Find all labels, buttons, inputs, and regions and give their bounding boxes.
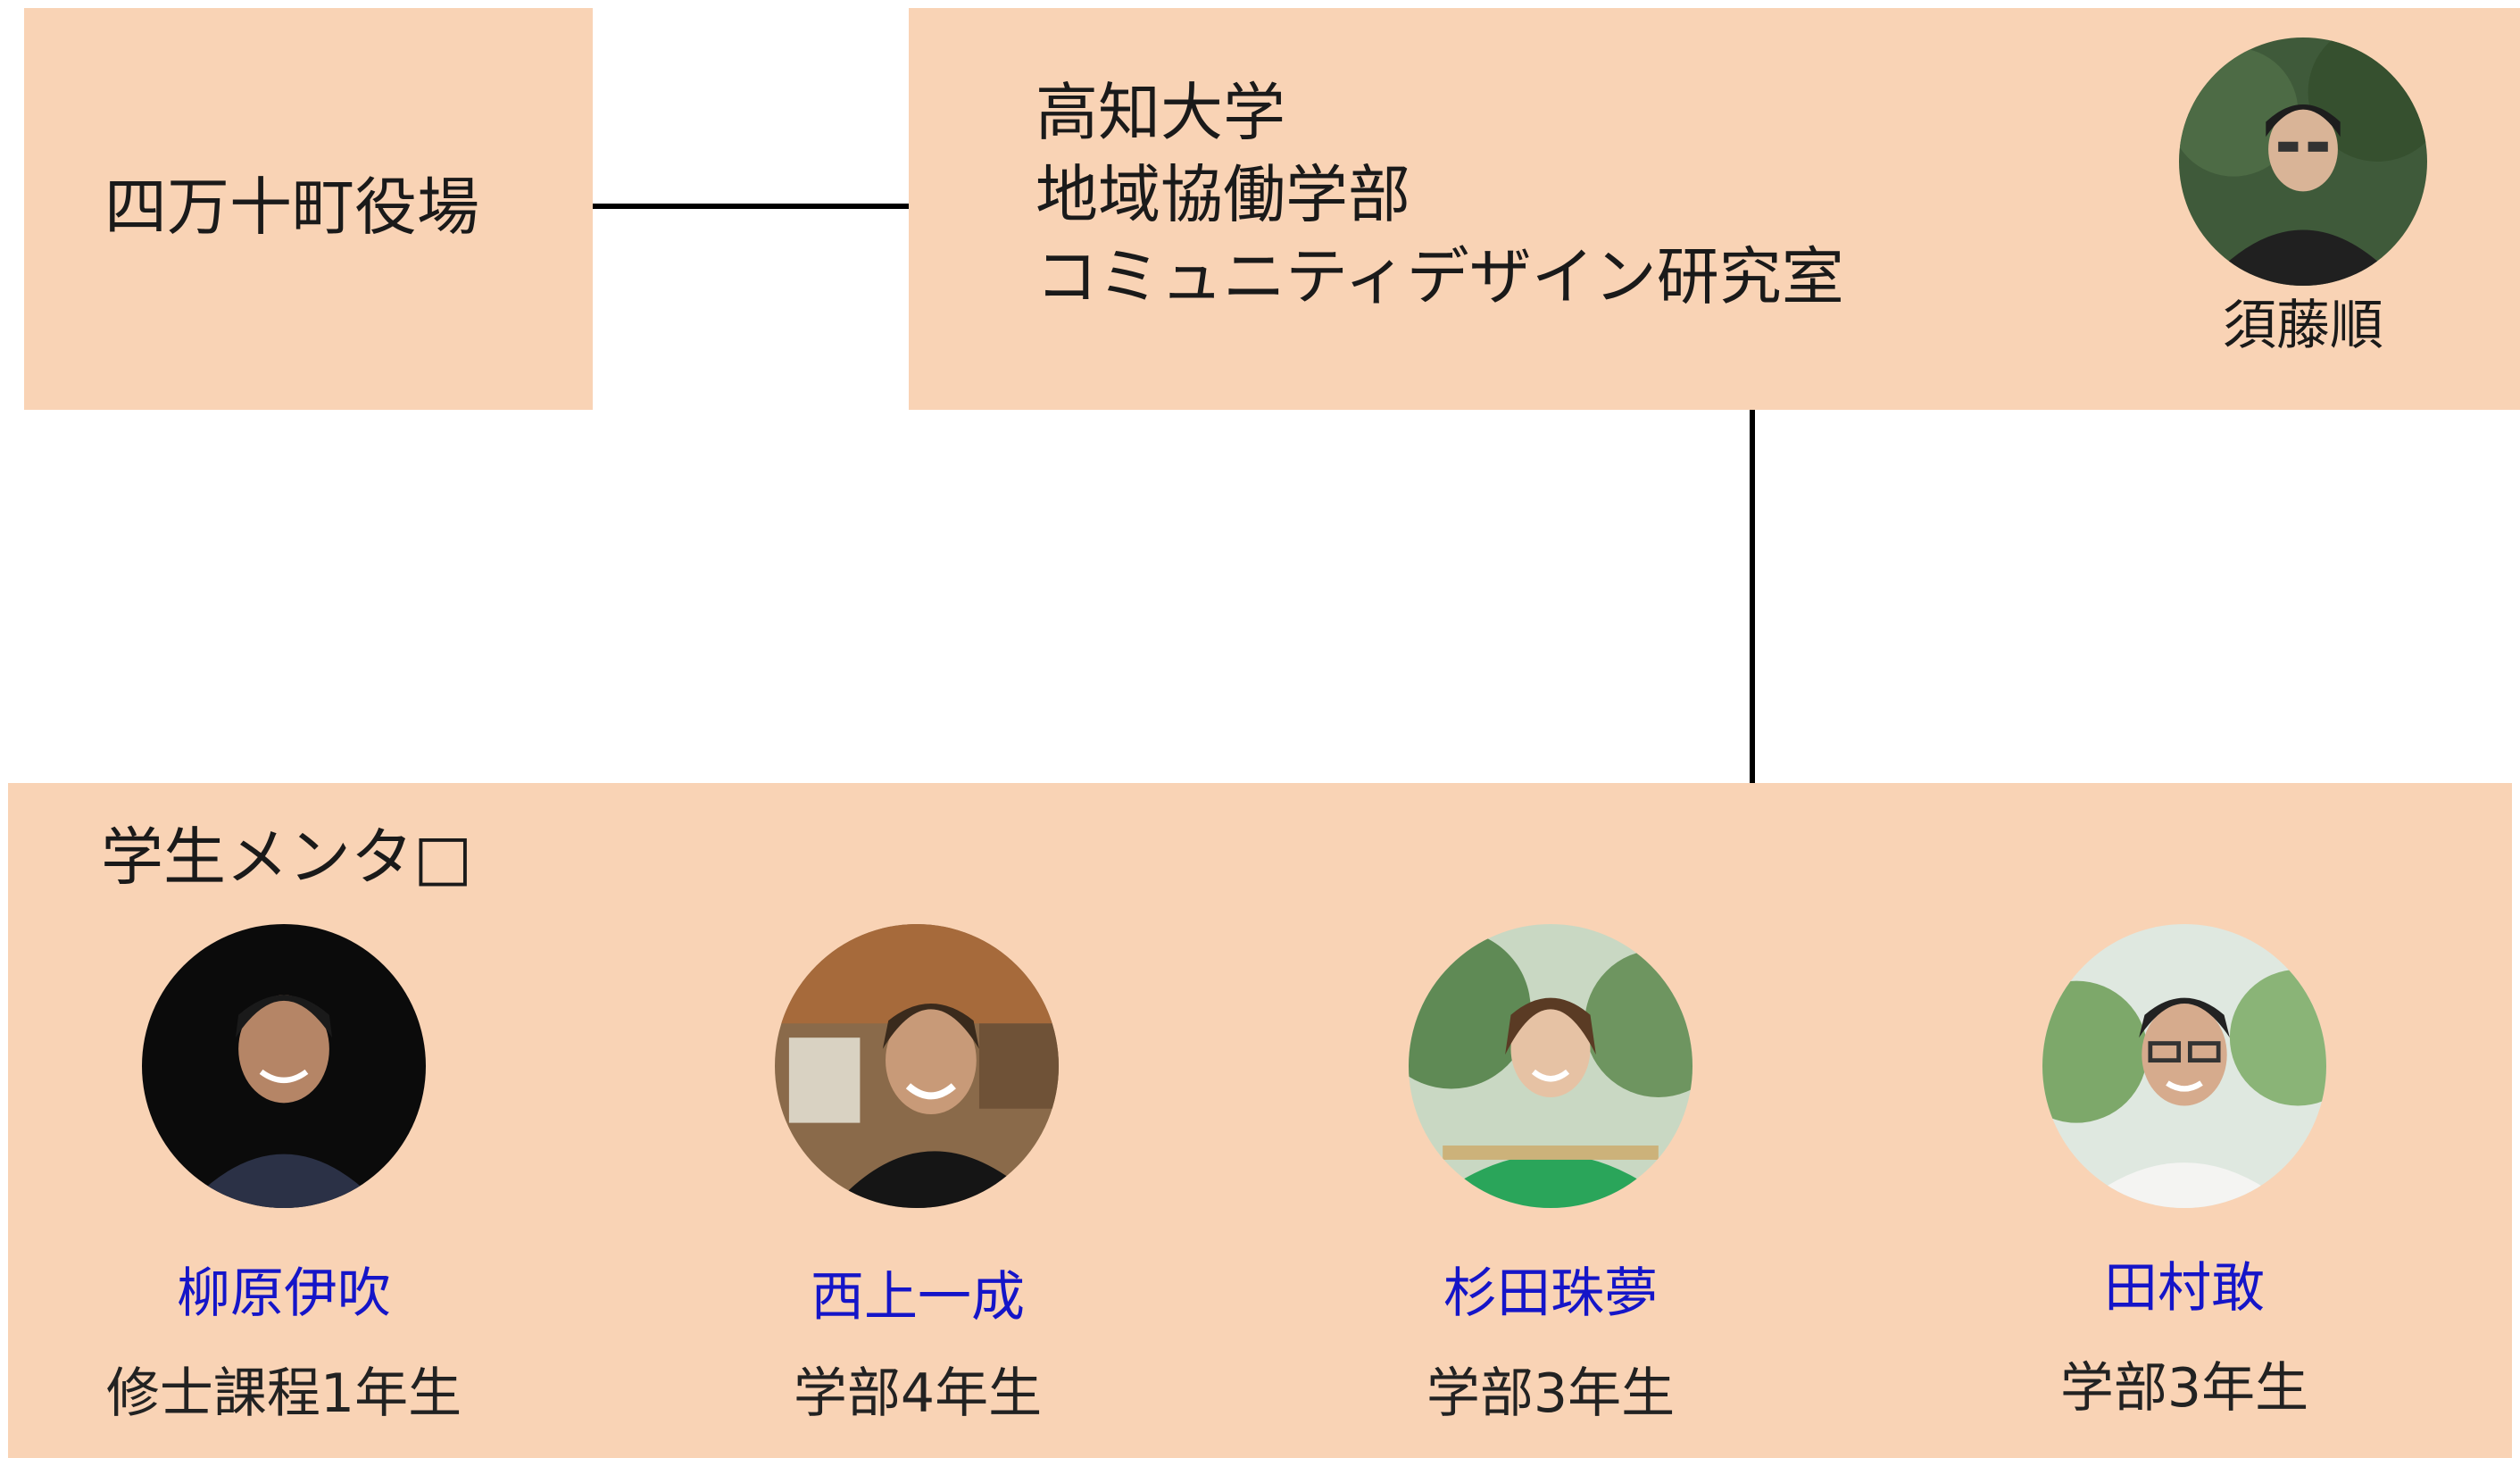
professor-avatar [2179, 37, 2427, 286]
mentor-avatar [142, 924, 426, 1208]
student-mentors-title: 学生メンタ□ [101, 821, 473, 894]
mentor-avatar [1409, 924, 1692, 1208]
mentor-name: 柳原伊吹 [177, 1262, 391, 1325]
mentor-name: 田村敢 [2104, 1257, 2265, 1320]
lab-name: コミュニティデザイン研究室 [1035, 240, 1844, 313]
mentor-name: 西上一成 [811, 1266, 1025, 1329]
connector-lab-mentors [1750, 410, 1755, 783]
mentor-avatar [775, 924, 1059, 1208]
mentor-avatar [2042, 924, 2326, 1208]
mentor-grade: 学部3年生 [1426, 1362, 1676, 1425]
mentor-grade: 修士課程1年生 [105, 1362, 462, 1425]
connector-town-lab [593, 204, 909, 209]
mentor-grade: 学部4年生 [793, 1362, 1043, 1425]
professor-name: 須藤順 [2223, 295, 2383, 357]
lab-university: 高知大学 [1035, 76, 1285, 149]
mentor-name: 杉田珠夢 [1443, 1262, 1658, 1325]
town-hall-box [24, 8, 593, 410]
mentor-grade: 学部3年生 [2059, 1357, 2309, 1420]
lab-title: 高知大学 地域協働学部 コミュニティデザイン研究室 [1035, 71, 1844, 318]
lab-faculty: 地域協働学部 [1035, 158, 1410, 231]
town-hall-title: 四万十町役場 [104, 171, 479, 244]
